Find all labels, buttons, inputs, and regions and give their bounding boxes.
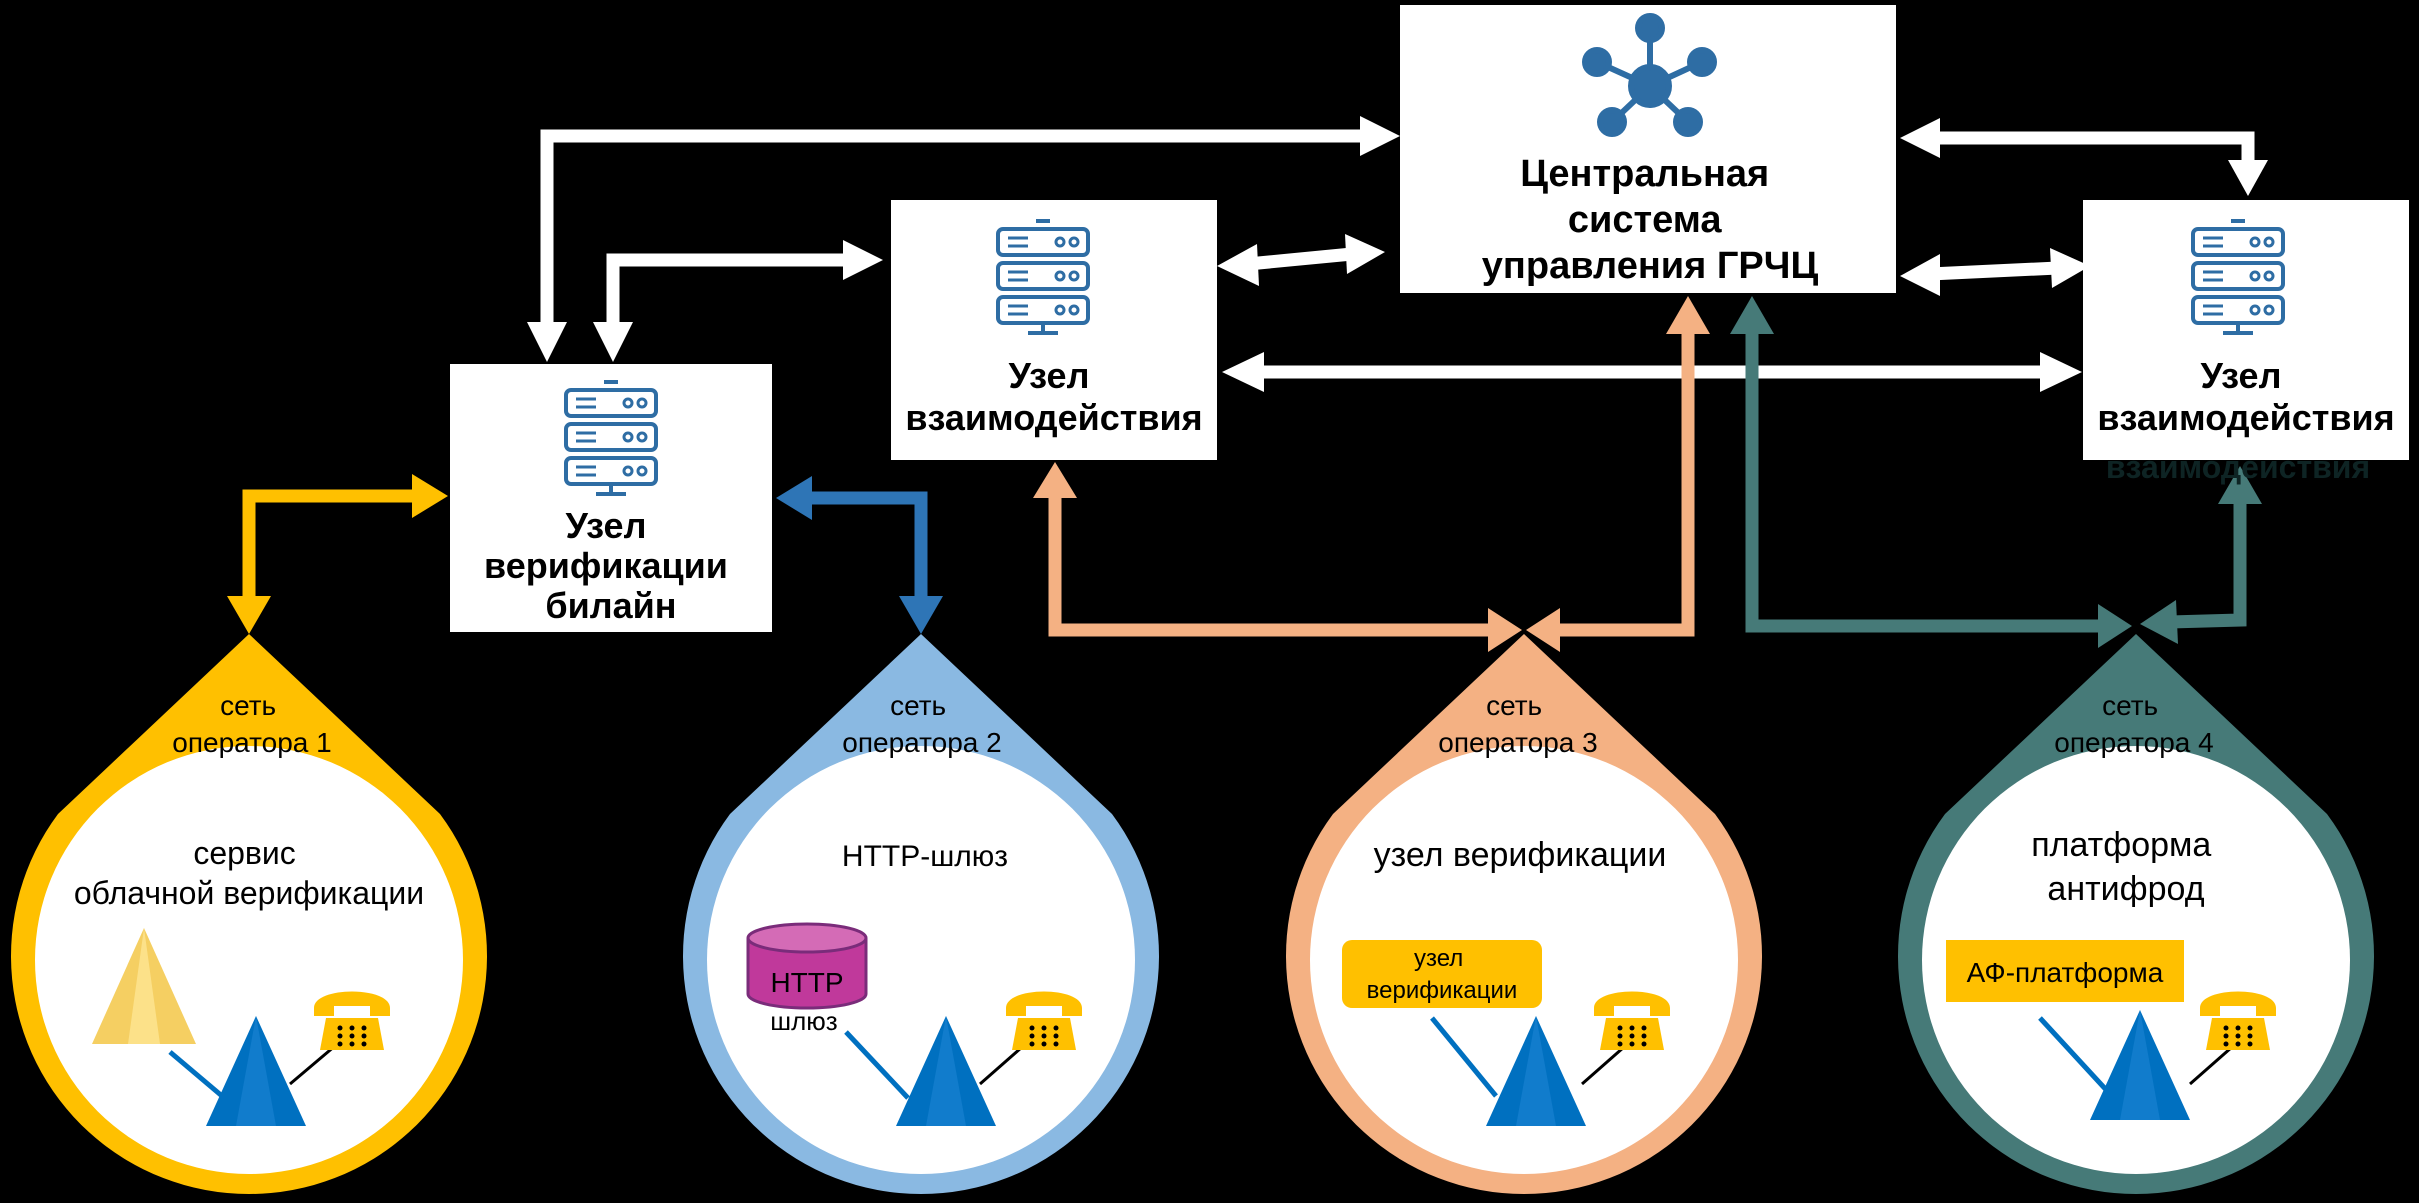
operator1-network: сеть оператора 1 сервис облачной верифик… bbox=[11, 634, 487, 1194]
operator3-label-line2: оператора 3 bbox=[1438, 727, 1597, 758]
operator3-service: узел верификации bbox=[1374, 836, 1667, 874]
badge-line1: узел bbox=[1414, 945, 1463, 972]
operator4-service-line1: платформа bbox=[2031, 826, 2211, 864]
node-left-title-line2: взаимодействия bbox=[905, 397, 1202, 438]
connector-beeline-node-left bbox=[606, 253, 848, 327]
badge-label: АФ-платформа bbox=[1967, 957, 2164, 988]
interaction-node-left: Узел взаимодействия bbox=[891, 200, 1217, 460]
node-right-title-line2: взаимодействия bbox=[2097, 397, 2394, 438]
database-icon: HTTP bbox=[746, 922, 868, 1010]
central-title-line3: управления ГРЧЦ bbox=[1482, 245, 1819, 287]
connector-node-left-central bbox=[1247, 247, 1353, 271]
node-right-title-line1: Узел bbox=[2201, 355, 2282, 396]
central-title-line1: Центральная bbox=[1520, 153, 1769, 195]
svg-text:сеть оператора 1: сеть оператора 1 bbox=[172, 690, 331, 758]
operator1-service-line2: облачной верификации bbox=[74, 875, 424, 911]
svg-text:Узел взаимодействия: Узел взаимодействия bbox=[2097, 355, 2394, 438]
connector-central-node-right-top bbox=[1928, 131, 2255, 164]
svg-text:узел верификации: узел верификации bbox=[1367, 945, 1518, 1004]
operator3-network: сеть оператора 3 узел верификации узел в… bbox=[1286, 634, 1762, 1194]
svg-text:платформа антифрод: платформа антифрод bbox=[2031, 826, 2221, 908]
svg-text:Узел взаимодействия: Узел взаимодействия bbox=[905, 355, 1202, 438]
connector-operator2 bbox=[776, 476, 943, 634]
beeline-title-line1: Узел bbox=[566, 505, 647, 546]
operator4-label-line2: оператора 4 bbox=[2054, 727, 2213, 758]
verification-node-badge: узел верификации bbox=[1342, 940, 1542, 1008]
beeline-title-line3: билайн bbox=[545, 585, 676, 626]
beeline-verification-node: Узел верификации билайн bbox=[450, 364, 772, 632]
central-management-system: Центральная система управления ГРЧЦ bbox=[1400, 5, 1896, 293]
database-caption: шлюз bbox=[770, 1006, 837, 1036]
operator1-service-line1: сервис bbox=[193, 835, 295, 871]
svg-text:Центральная система: Центральная система управления ГРЧЦ bbox=[1482, 153, 1819, 287]
connector-operator3 bbox=[1033, 296, 1710, 652]
badge-line2: верификации bbox=[1367, 977, 1518, 1004]
connector-central-node-right bbox=[1929, 261, 2059, 281]
network-hub-icon bbox=[1582, 13, 1717, 137]
svg-text:сеть оператора 2: сеть оператора 2 bbox=[842, 690, 1001, 758]
operator2-label-line2: оператора 2 bbox=[842, 727, 1001, 758]
cloud-pyramid-icon bbox=[92, 928, 196, 1044]
svg-text:Узел верификации б: Узел верификации билайн bbox=[484, 505, 738, 626]
beeline-title-line2: верификации bbox=[484, 545, 728, 586]
interaction-node-right: взаимодействия Узел взаимодействия bbox=[2083, 200, 2409, 485]
database-label: HTTP bbox=[770, 967, 843, 998]
svg-text:сеть оператора 4: сеть оператора 4 bbox=[2054, 690, 2213, 758]
connector-operator1 bbox=[227, 474, 448, 634]
operator2-service: HTTP-шлюз bbox=[842, 840, 1008, 873]
connector-beeline-central bbox=[540, 129, 1368, 327]
operator4-network: сеть оператора 4 платформа антифрод АФ-п… bbox=[1898, 634, 2374, 1194]
antifraud-platform-badge: АФ-платформа bbox=[1946, 940, 2184, 1002]
operator1-label-line2: оператора 1 bbox=[172, 727, 331, 758]
operator3-label-line1: сеть bbox=[1486, 690, 1542, 721]
operator4-label-line1: сеть bbox=[2102, 690, 2158, 721]
operator2-label-line1: сеть bbox=[890, 690, 946, 721]
operator2-network: сеть оператора 2 HTTP-шлюз HTTP шлюз bbox=[683, 634, 1160, 1194]
operator4-service-line2: антифрод bbox=[2047, 870, 2204, 908]
node-left-title-line1: Узел bbox=[1009, 355, 1090, 396]
svg-text:сервис облачной верифика: сервис облачной верификации bbox=[74, 835, 424, 911]
svg-text:сеть оператора 3: сеть оператора 3 bbox=[1438, 690, 1597, 758]
connector-operator4 bbox=[1730, 296, 2262, 648]
central-title-line2: система bbox=[1568, 199, 1722, 241]
operator1-label-line1: сеть bbox=[220, 690, 276, 721]
